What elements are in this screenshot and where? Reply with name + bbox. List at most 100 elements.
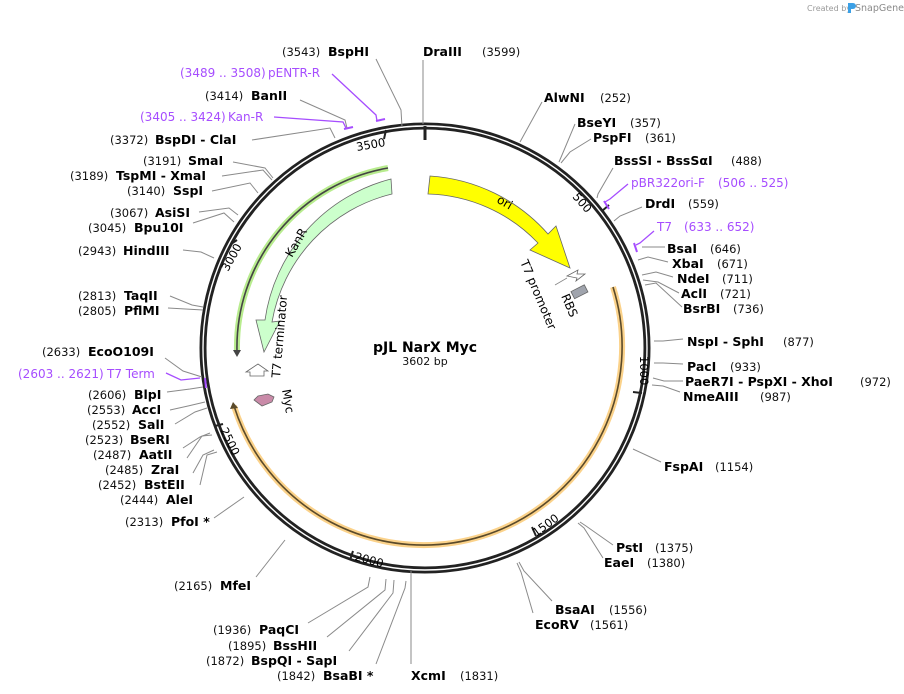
site-asisi[interactable]: (3067)AsiSI: [110, 205, 190, 220]
primer-pentr-r[interactable]: (3489 .. 3508)pENTR-R: [180, 66, 320, 80]
svg-text:(1842): (1842): [277, 669, 315, 683]
svg-text:BsaAI: BsaAI: [555, 602, 595, 617]
snapgene-credit: Created by SnapGene: [807, 3, 904, 14]
site-bsphi[interactable]: (3543)BspHI: [282, 44, 369, 59]
site-bspqi-sapi[interactable]: (1872)BspQI - SapI: [206, 653, 337, 668]
site-zrai[interactable]: (2485)ZraI: [105, 462, 179, 477]
svg-text:SalI: SalI: [138, 417, 164, 432]
site-ecoo109i[interactable]: (2633) EcoO109I: [42, 344, 154, 359]
svg-text:(506 .. 525): (506 .. 525): [718, 176, 788, 190]
svg-text:(2813): (2813): [78, 289, 116, 303]
svg-text:(3405 .. 3424): (3405 .. 3424): [140, 110, 226, 124]
site-eaei[interactable]: EaeI(1380): [604, 555, 685, 570]
site-bseri[interactable]: (2523)BseRI: [85, 432, 170, 447]
svg-text:AccI: AccI: [132, 402, 161, 417]
site-bsssi-bsssai[interactable]: BssSI - BssSαI(488): [614, 153, 762, 168]
site-drdi[interactable]: DrdI(559): [645, 196, 719, 211]
site-blpi[interactable]: (2606)BlpI: [88, 387, 161, 402]
site-hindiii[interactable]: (2943) HindIII: [78, 243, 170, 258]
site-psti[interactable]: PstI (1375): [616, 540, 693, 555]
site-acli[interactable]: AclI(721): [681, 286, 751, 301]
svg-text:PstI: PstI: [616, 540, 643, 555]
svg-text:XcmI: XcmI: [411, 668, 446, 683]
site-banii[interactable]: (3414)BanII: [205, 88, 287, 103]
site-pflmi[interactable]: (2805)PflMI: [78, 303, 160, 318]
site-pspfi[interactable]: PspFI(361): [593, 130, 676, 145]
svg-text:(2603 .. 2621): (2603 .. 2621): [18, 367, 104, 381]
sites-left: (3543)BspHI (3414)BanII (3372)BspDI - Cl…: [42, 44, 407, 683]
site-ecorv[interactable]: EcoRV (1561): [535, 617, 628, 632]
site-nspi-sphi[interactable]: NspI - SphI(877): [687, 334, 814, 349]
svg-text:(2633): (2633): [42, 345, 80, 359]
site-aatii[interactable]: (2487)AatII: [93, 447, 172, 462]
site-xcmi[interactable]: XcmI(1831): [411, 668, 498, 683]
feature-ori[interactable]: ori: [427, 175, 571, 269]
svg-text:BspDI - ClaI: BspDI - ClaI: [155, 132, 236, 147]
feature-rbs[interactable]: RBS: [558, 284, 589, 319]
site-bsai[interactable]: BsaI(646): [667, 241, 741, 256]
site-sali[interactable]: (2552)SalI: [92, 417, 164, 432]
feature-myc[interactable]: Myc: [253, 388, 297, 414]
sites-right: DraIII(3599) AlwNI(252) BseYI(357) PspFI…: [410, 44, 891, 683]
plasmid-length: 3602 bp: [402, 355, 447, 368]
primer-t7[interactable]: T7(633 .. 652): [656, 220, 754, 234]
svg-text:BsaBI *: BsaBI *: [323, 668, 374, 683]
svg-text:pBR322ori-F: pBR322ori-F: [631, 176, 705, 190]
site-bpu10i[interactable]: (3045)Bpu10I: [88, 220, 183, 235]
svg-text:NmeAIII: NmeAIII: [683, 389, 739, 404]
primer-pbr322ori-f[interactable]: pBR322ori-F (506 .. 525): [631, 176, 788, 190]
site-paer7i-pspxi-xhoi[interactable]: PaeR7I - PspXI - XhoI(972): [685, 374, 891, 389]
site-bsshii[interactable]: (1895)BssHII: [228, 638, 317, 653]
svg-text:(1375): (1375): [655, 541, 693, 555]
svg-text:EcoRV: EcoRV: [535, 617, 579, 632]
site-bseyi[interactable]: BseYI(357): [577, 115, 661, 130]
site-sspi[interactable]: (3140)SspI: [127, 183, 203, 198]
kanr-orf-line: [233, 165, 389, 357]
site-paqci[interactable]: (1936)PaqCI: [213, 622, 299, 637]
svg-text:(357): (357): [630, 116, 661, 130]
svg-text:(3543): (3543): [282, 45, 320, 59]
svg-text:(2444): (2444): [120, 493, 158, 507]
svg-text:AclI: AclI: [681, 286, 707, 301]
site-acci[interactable]: (2553)AccI: [87, 402, 161, 417]
site-ndei[interactable]: NdeI(711): [677, 271, 753, 286]
site-fspai[interactable]: FspAI(1154): [664, 459, 753, 474]
site-xbai[interactable]: XbaI(671): [672, 256, 748, 271]
svg-text:NspI - SphI: NspI - SphI: [687, 334, 764, 349]
site-bsrbi[interactable]: BsrBI(736): [683, 301, 764, 316]
svg-text:HindIII: HindIII: [123, 243, 170, 258]
site-pfoi[interactable]: (2313)PfoI *: [125, 514, 210, 529]
svg-text:PflMI: PflMI: [124, 303, 160, 318]
svg-text:(736): (736): [733, 302, 764, 316]
svg-text:(1561): (1561): [590, 618, 628, 632]
site-mfei[interactable]: (2165)MfeI: [174, 578, 251, 593]
svg-text:(1380): (1380): [647, 556, 685, 570]
svg-text:PspFI: PspFI: [593, 130, 632, 145]
svg-text:EcoO109I: EcoO109I: [88, 344, 154, 359]
svg-text:ZraI: ZraI: [151, 462, 179, 477]
site-alwni[interactable]: AlwNI(252): [544, 90, 631, 105]
credit-prefix: Created by: [807, 4, 851, 13]
primer-kan-r[interactable]: (3405 .. 3424)Kan-R: [140, 110, 263, 124]
site-bspdi-clai[interactable]: (3372)BspDI - ClaI: [110, 132, 236, 147]
site-bsabi[interactable]: (1842) BsaBI *: [277, 668, 374, 683]
svg-text:AleI: AleI: [166, 492, 193, 507]
site-tspmi-xmai[interactable]: (3189)TspMI - XmaI: [70, 168, 206, 183]
site-paci[interactable]: PacI(933): [687, 359, 761, 374]
tick-1000: 1000: [637, 356, 651, 385]
site-smai[interactable]: (3191)SmaI: [143, 153, 223, 168]
feature-narx-orf[interactable]: [230, 286, 626, 549]
svg-text:(2452): (2452): [98, 478, 136, 492]
site-draiii[interactable]: DraIII(3599): [423, 44, 520, 59]
primer-t7-term[interactable]: (2603 .. 2621)T7 Term: [18, 367, 155, 381]
site-taqii[interactable]: (2813)TaqII: [78, 288, 158, 303]
site-nmeaiii[interactable]: NmeAIII(987): [683, 389, 791, 404]
svg-text:FspAI: FspAI: [664, 459, 703, 474]
site-alei[interactable]: (2444) AleI: [120, 492, 193, 507]
tick-3500: 3500: [355, 135, 386, 154]
tick-2000: 2000: [353, 549, 385, 570]
site-bsteii[interactable]: (2452)BstEII: [98, 477, 185, 492]
svg-text:(1556): (1556): [609, 603, 647, 617]
svg-text:(2943): (2943): [78, 244, 116, 258]
site-bsaai[interactable]: BsaAI (1556): [555, 602, 647, 617]
